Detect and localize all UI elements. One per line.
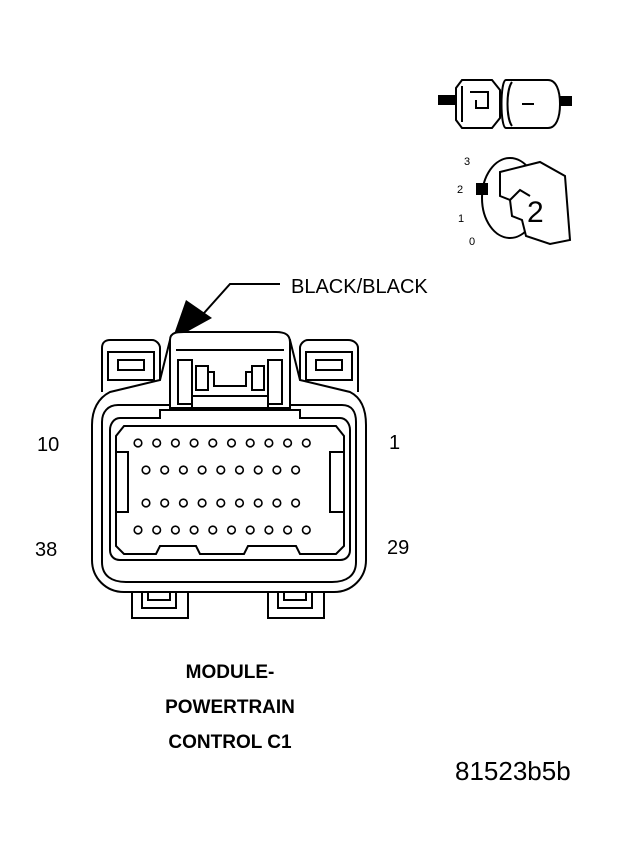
key-illustration bbox=[476, 157, 572, 246]
cavity-pin bbox=[226, 438, 237, 448]
figure-id: 81523b5b bbox=[455, 756, 571, 786]
terminal-position-scale: 3 2 1 0 bbox=[457, 156, 475, 248]
cavity-pin bbox=[170, 438, 180, 448]
cavity-pin bbox=[197, 465, 207, 475]
cavity-pin bbox=[178, 498, 188, 508]
cavity-pin bbox=[170, 525, 180, 535]
cavity-pin bbox=[272, 465, 282, 475]
cavity-pin bbox=[272, 498, 282, 508]
cavity-pin bbox=[141, 498, 151, 508]
cavity-pin bbox=[141, 465, 151, 475]
pin-label-top-left: 10 bbox=[37, 434, 60, 456]
cavity-pin bbox=[234, 498, 245, 508]
title-line-3: CONTROL C1 bbox=[168, 732, 292, 753]
key-number: 2 bbox=[527, 196, 544, 229]
cavity-pin bbox=[189, 438, 199, 448]
cavity-pin bbox=[189, 525, 199, 535]
cavity-grid bbox=[133, 438, 311, 535]
title-line-1: MODULE- bbox=[185, 662, 275, 683]
position-2: 2 bbox=[457, 184, 463, 196]
cavity-pin bbox=[283, 438, 293, 448]
callout-leader bbox=[172, 283, 280, 340]
cavity-pin bbox=[133, 438, 143, 448]
cavity-pin bbox=[160, 498, 170, 508]
cavity-pin bbox=[216, 498, 226, 508]
title-line-2: POWERTRAIN bbox=[165, 697, 295, 718]
cavity-pin bbox=[234, 465, 245, 475]
cavity-pin bbox=[283, 525, 293, 535]
pin-label-top-right: 1 bbox=[389, 432, 401, 454]
cavity-pin bbox=[301, 525, 311, 535]
cavity-pin bbox=[264, 525, 274, 535]
cavity-pin bbox=[301, 438, 311, 448]
position-1: 1 bbox=[458, 213, 464, 225]
terminal-illustration bbox=[438, 79, 572, 129]
cavity-pin bbox=[160, 465, 170, 475]
cavity-pin bbox=[291, 465, 301, 475]
cavity-pin bbox=[245, 525, 255, 535]
cavity-pin bbox=[152, 525, 162, 535]
cavity-pin bbox=[253, 465, 263, 475]
cavity-pin bbox=[133, 525, 143, 535]
cavity-pin bbox=[152, 438, 162, 448]
wire-color-label: BLACK/BLACK bbox=[291, 276, 428, 298]
cavity-pin bbox=[216, 465, 226, 475]
cavity-pin bbox=[291, 498, 301, 508]
cavity-pin bbox=[245, 438, 255, 448]
cavity-pin bbox=[197, 498, 207, 508]
pin-label-bottom-left: 38 bbox=[35, 539, 58, 561]
connector-body bbox=[91, 331, 367, 619]
cavity-pin bbox=[208, 525, 218, 535]
cavity-pin bbox=[208, 438, 218, 448]
cavity-pin bbox=[226, 525, 237, 535]
cavity-pin bbox=[178, 465, 188, 475]
cavity-pin bbox=[253, 498, 263, 508]
connector-title: MODULE- POWERTRAIN CONTROL C1 bbox=[130, 655, 330, 760]
position-3: 3 bbox=[464, 156, 470, 168]
position-0: 0 bbox=[469, 236, 475, 248]
cavity-pin bbox=[264, 438, 274, 448]
pin-label-bottom-right: 29 bbox=[387, 537, 410, 559]
